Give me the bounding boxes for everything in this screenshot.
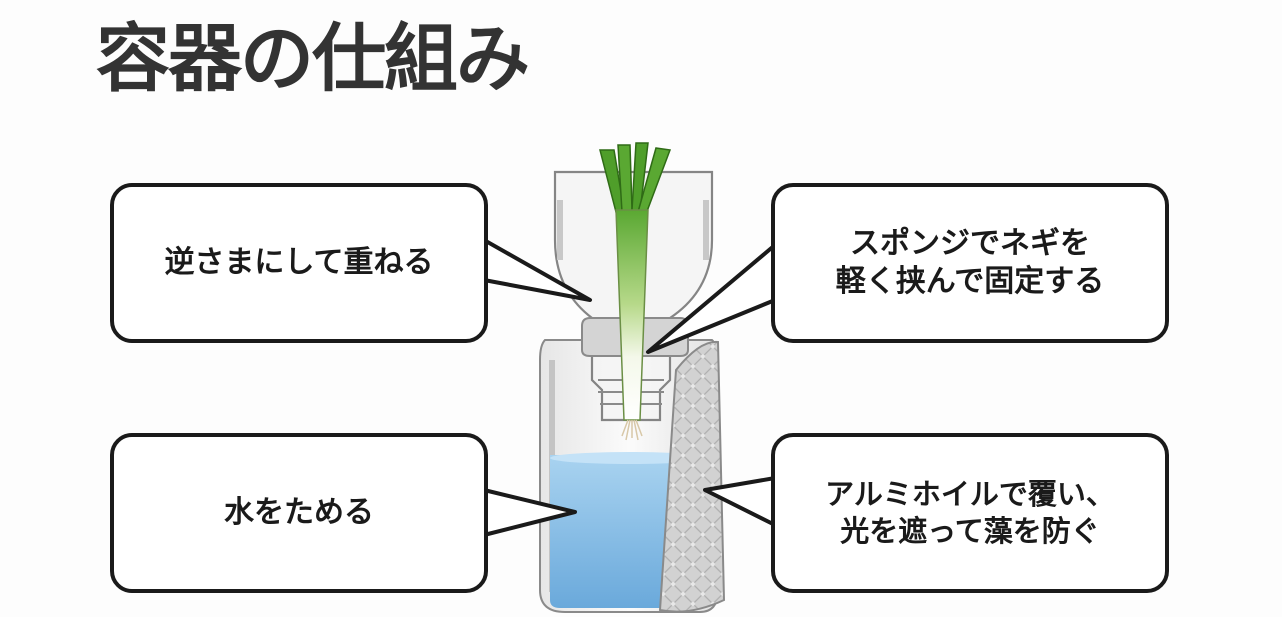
callout-foil-block-light: アルミホイルで覆い、 光を遮って藻を防ぐ: [771, 433, 1169, 593]
callout-pointers: [482, 238, 777, 537]
callout-sponge-fix: スポンジでネギを 軽く挟んで固定する: [771, 183, 1169, 343]
callout-sponge-fix-text: スポンジでネギを 軽く挟んで固定する: [835, 225, 1105, 299]
callout-invert-and-stack-text: 逆さまにして重ねる: [164, 244, 434, 280]
callout-store-water-text: 水をためる: [224, 494, 374, 530]
callout-store-water: 水をためる: [110, 433, 488, 593]
scallion: [599, 142, 672, 441]
page-title: 容器の仕組み: [96, 16, 530, 102]
aluminium-foil: [658, 340, 726, 613]
callout-foil-block-light-text: アルミホイルで覆い、 光を遮って藻を防ぐ: [825, 476, 1115, 548]
callout-invert-and-stack: 逆さまにして重ねる: [110, 183, 488, 343]
